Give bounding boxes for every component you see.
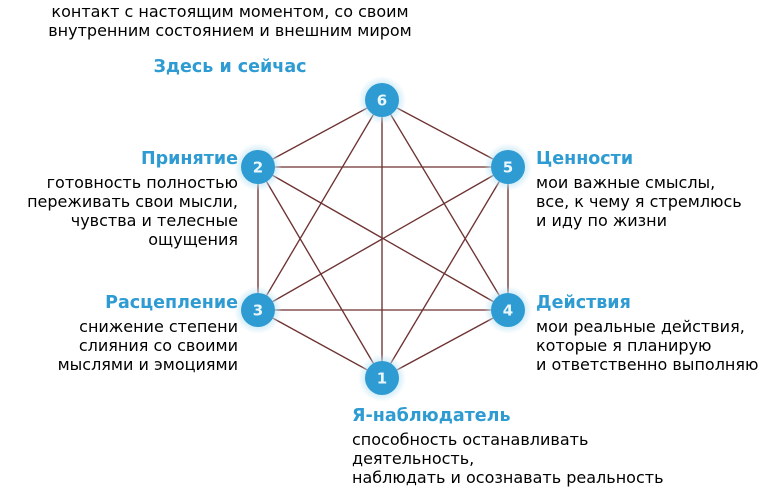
node-number-label: 4 bbox=[503, 302, 513, 320]
node-number-label: 2 bbox=[253, 159, 263, 177]
node-number-label: 1 bbox=[377, 370, 387, 388]
acceptance-desc-line: чувства и телесные bbox=[70, 210, 238, 230]
node-circle[interactable] bbox=[241, 293, 275, 327]
graph-nodes: 1 2 3 4 5 6 bbox=[234, 76, 532, 402]
graph-node-3[interactable]: 3 bbox=[234, 286, 282, 334]
node-circle[interactable] bbox=[491, 150, 525, 184]
node-circle[interactable] bbox=[365, 83, 399, 117]
values-desc-line: мои важные смыслы, bbox=[536, 172, 716, 192]
node-number-label: 6 bbox=[377, 92, 387, 110]
self-observer-desc-line: наблюдать и осознавать реальность bbox=[352, 467, 664, 487]
self-observer-title: Я-наблюдатель bbox=[352, 406, 511, 426]
graph-node-2[interactable]: 2 bbox=[234, 143, 282, 191]
node-number-label: 5 bbox=[503, 159, 513, 177]
values-desc-line: и иду по жизни bbox=[536, 210, 668, 230]
acceptance-title: Принятие bbox=[140, 149, 238, 169]
graph-node-1[interactable]: 1 bbox=[358, 354, 406, 402]
block-values: Ценности мои важные смыслы, все, к чему … bbox=[536, 148, 760, 246]
actions-desc-line: и ответственно выполняю bbox=[536, 354, 759, 374]
defusion-desc-line: слияния со своими bbox=[78, 335, 238, 355]
here-and-now-title: Здесь и сейчас bbox=[153, 57, 307, 77]
graph-node-6[interactable]: 6 bbox=[358, 76, 406, 124]
graph-edge bbox=[257, 166, 383, 379]
graph-edge bbox=[381, 99, 509, 311]
block-self-observer: Я-наблюдатель способность останавливать … bbox=[352, 405, 682, 490]
block-defusion: Расцепление снижение степени слияния со … bbox=[20, 292, 238, 390]
node-circle[interactable] bbox=[491, 293, 525, 327]
graph-edge bbox=[257, 166, 509, 311]
graph-edge bbox=[257, 99, 383, 311]
actions-desc-line: мои реальные действия, bbox=[536, 316, 745, 336]
node-circle[interactable] bbox=[365, 361, 399, 395]
values-desc-line: все, к чему я стремлюсь bbox=[536, 191, 742, 211]
acceptance-desc-line: готовность полностью bbox=[46, 172, 238, 192]
values-title: Ценности bbox=[536, 149, 634, 169]
defusion-title: Расцепление bbox=[105, 293, 238, 313]
actions-desc-line: которые я планирую bbox=[536, 335, 712, 355]
node-circle[interactable] bbox=[241, 150, 275, 184]
self-observer-desc-line: способность останавливать деятельность, bbox=[352, 429, 589, 468]
actions-title: Действия bbox=[536, 293, 631, 313]
acceptance-desc-line: ощущения bbox=[148, 229, 238, 249]
here-and-now-desc-line: контакт с настоящим моментом, со своим bbox=[51, 2, 409, 21]
node-number-label: 3 bbox=[253, 302, 263, 320]
graph-edges bbox=[257, 99, 509, 379]
acceptance-desc-line: переживать свои мысли, bbox=[27, 191, 238, 211]
defusion-desc-line: снижение степени bbox=[79, 316, 238, 336]
graph-node-4[interactable]: 4 bbox=[484, 286, 532, 334]
block-actions: Действия мои реальные действия, которые … bbox=[536, 292, 766, 390]
defusion-desc-line: мыслями и эмоциями bbox=[57, 354, 238, 374]
graph-edge bbox=[381, 166, 509, 379]
here-and-now-desc-line: внутренним состоянием и внешним миром bbox=[48, 21, 412, 40]
graph-node-5[interactable]: 5 bbox=[484, 143, 532, 191]
block-here-and-now: контакт с настоящим моментом, со своим в… bbox=[40, 2, 420, 81]
block-acceptance: Принятие готовность полностью переживать… bbox=[20, 148, 238, 265]
